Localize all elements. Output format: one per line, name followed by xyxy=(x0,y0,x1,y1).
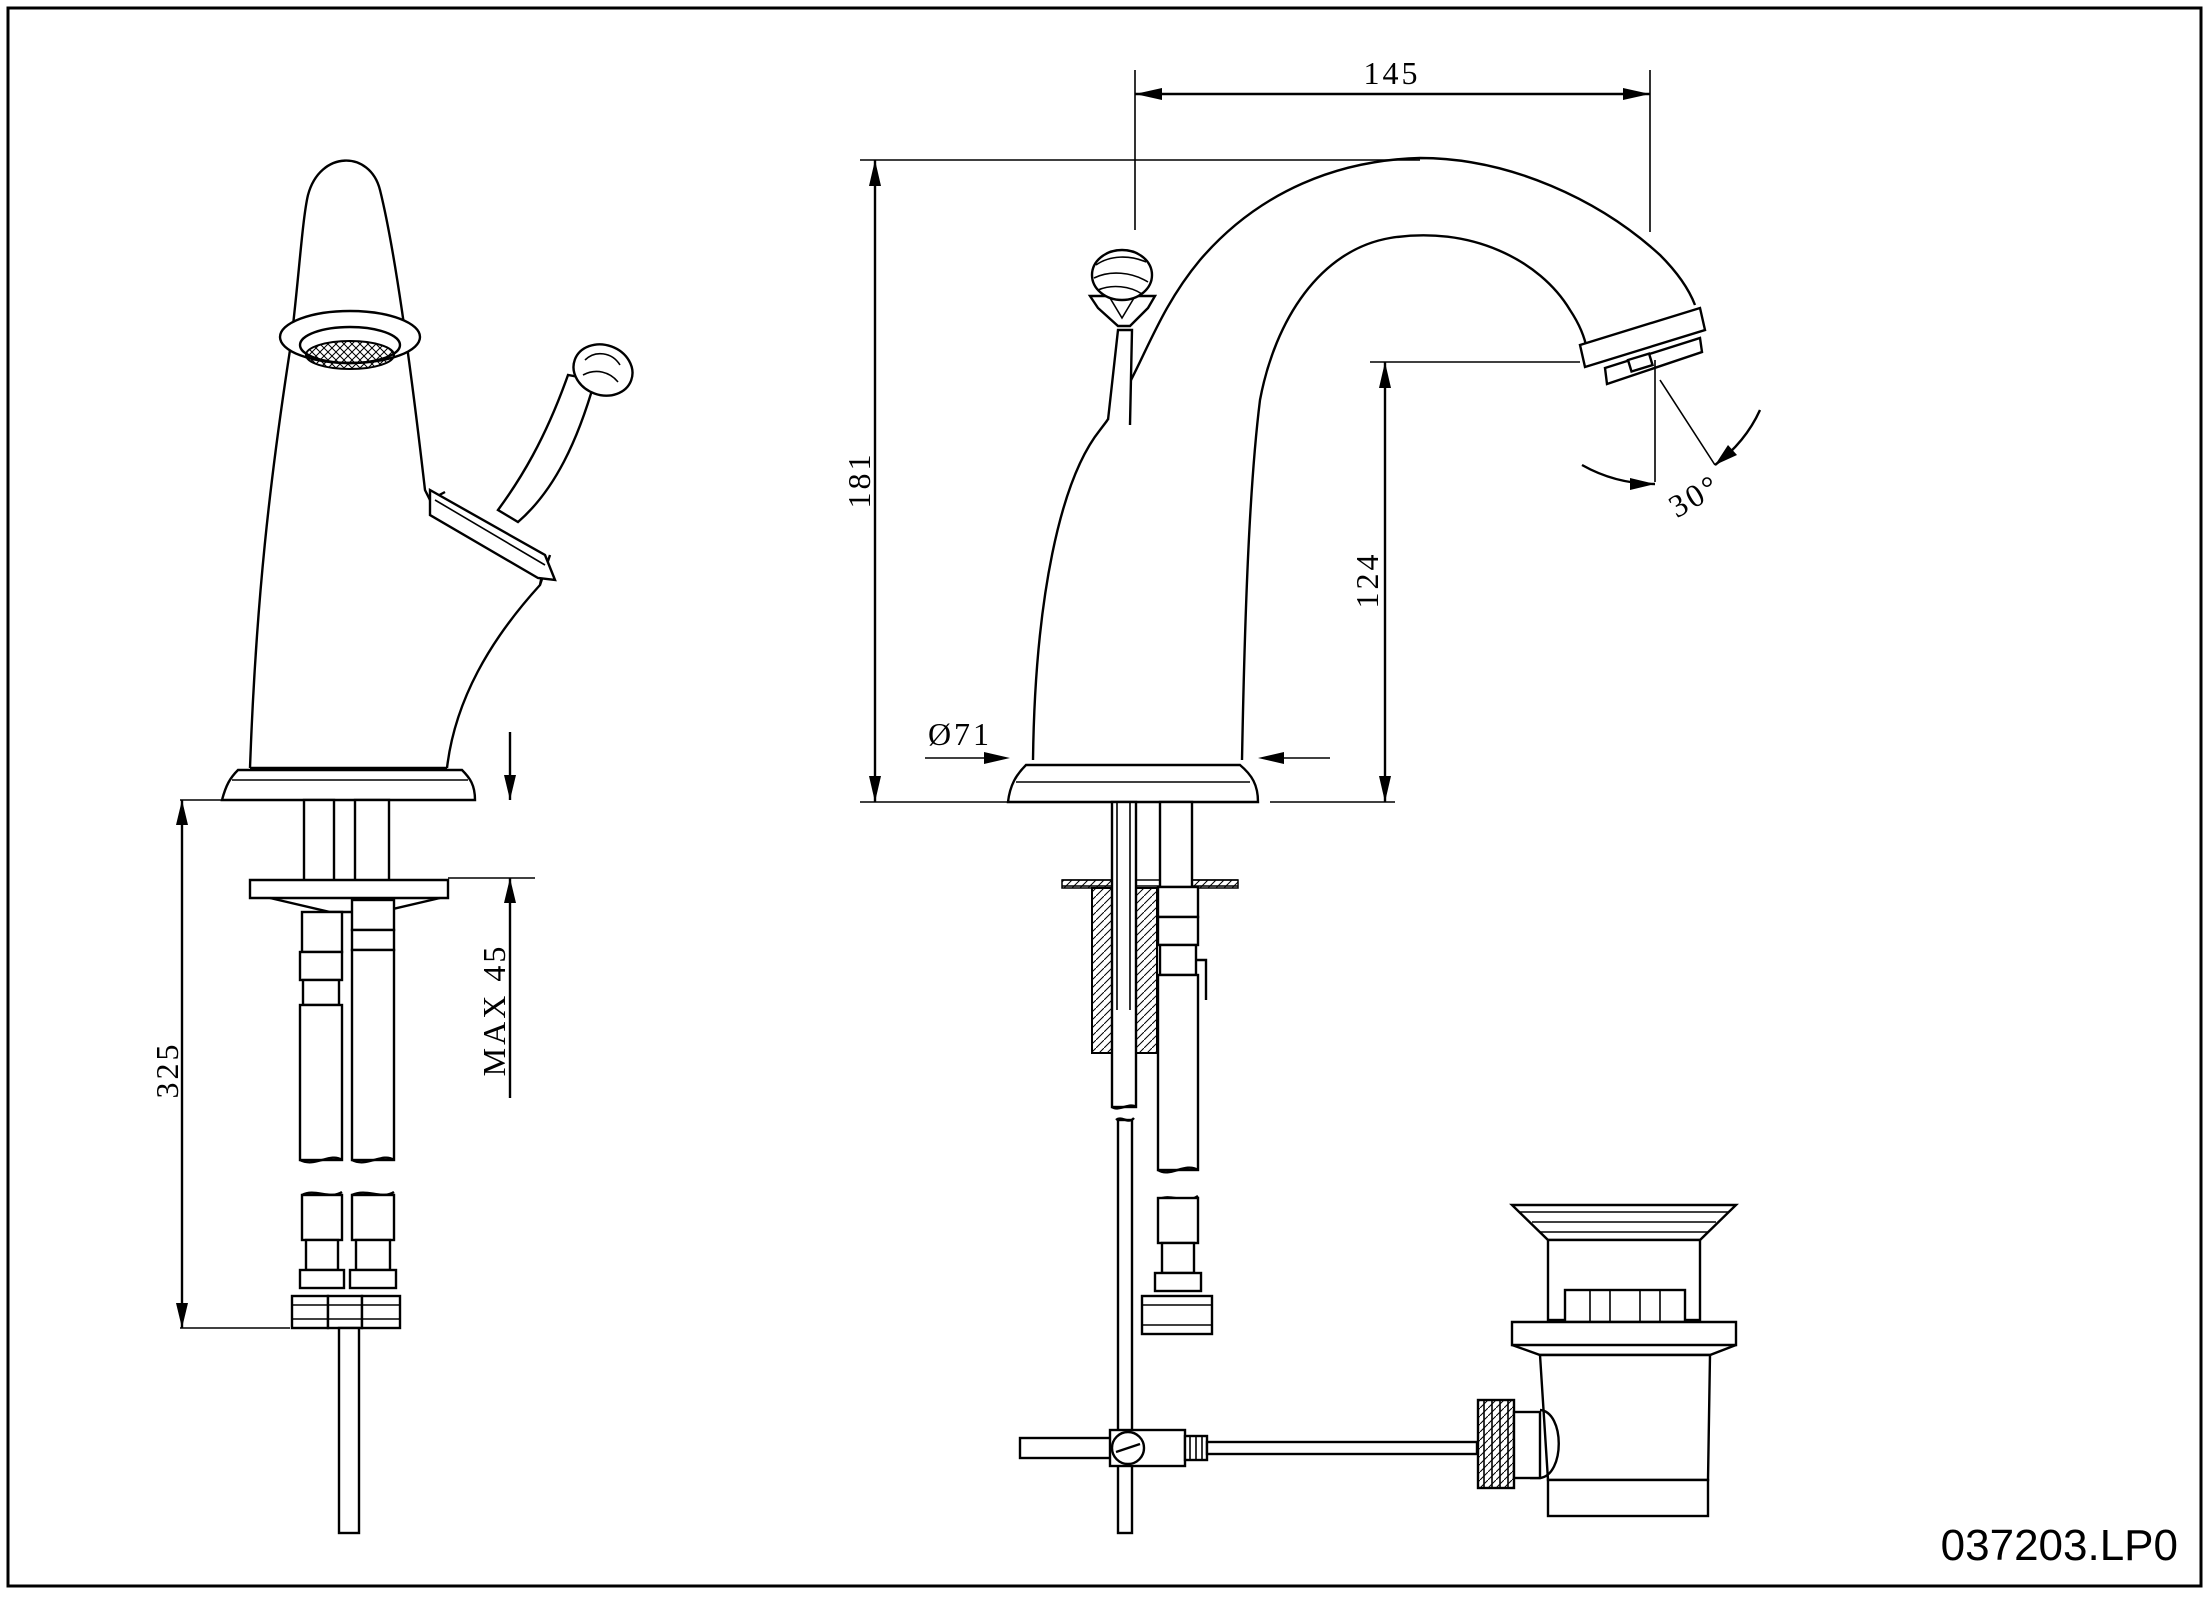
drawing-code: 037203.LP0 xyxy=(1941,1521,2178,1570)
side-view-body xyxy=(248,159,552,770)
front-view-base xyxy=(1006,763,1260,804)
mounting-plate xyxy=(248,878,450,900)
dim-total-height: 181 xyxy=(841,452,877,509)
dim-base-diameter: Ø71 xyxy=(928,716,992,752)
dim-spout-height: 124 xyxy=(1349,552,1385,609)
pop-up-waste xyxy=(1476,1203,1739,1518)
drawing-frame xyxy=(6,6,2203,1588)
dim-hose-length: 325 xyxy=(149,1042,185,1099)
pop-up-lift-rod xyxy=(1116,1118,1134,1535)
aerator-mesh-icon xyxy=(305,340,395,370)
dim-spout-width: 145 xyxy=(1364,55,1421,91)
lever-handle xyxy=(496,373,597,524)
spout xyxy=(1031,156,1697,761)
dim-angle: 30° xyxy=(1662,466,1727,524)
side-view: 325 MAX 45 xyxy=(149,159,634,1535)
side-view-base xyxy=(220,768,477,802)
supply-hoses xyxy=(290,898,402,1330)
dim-max-thickness: MAX 45 xyxy=(476,944,512,1077)
front-view: 145 181 124 Ø71 30° xyxy=(841,55,1762,1535)
pop-up-rod xyxy=(337,1326,361,1535)
